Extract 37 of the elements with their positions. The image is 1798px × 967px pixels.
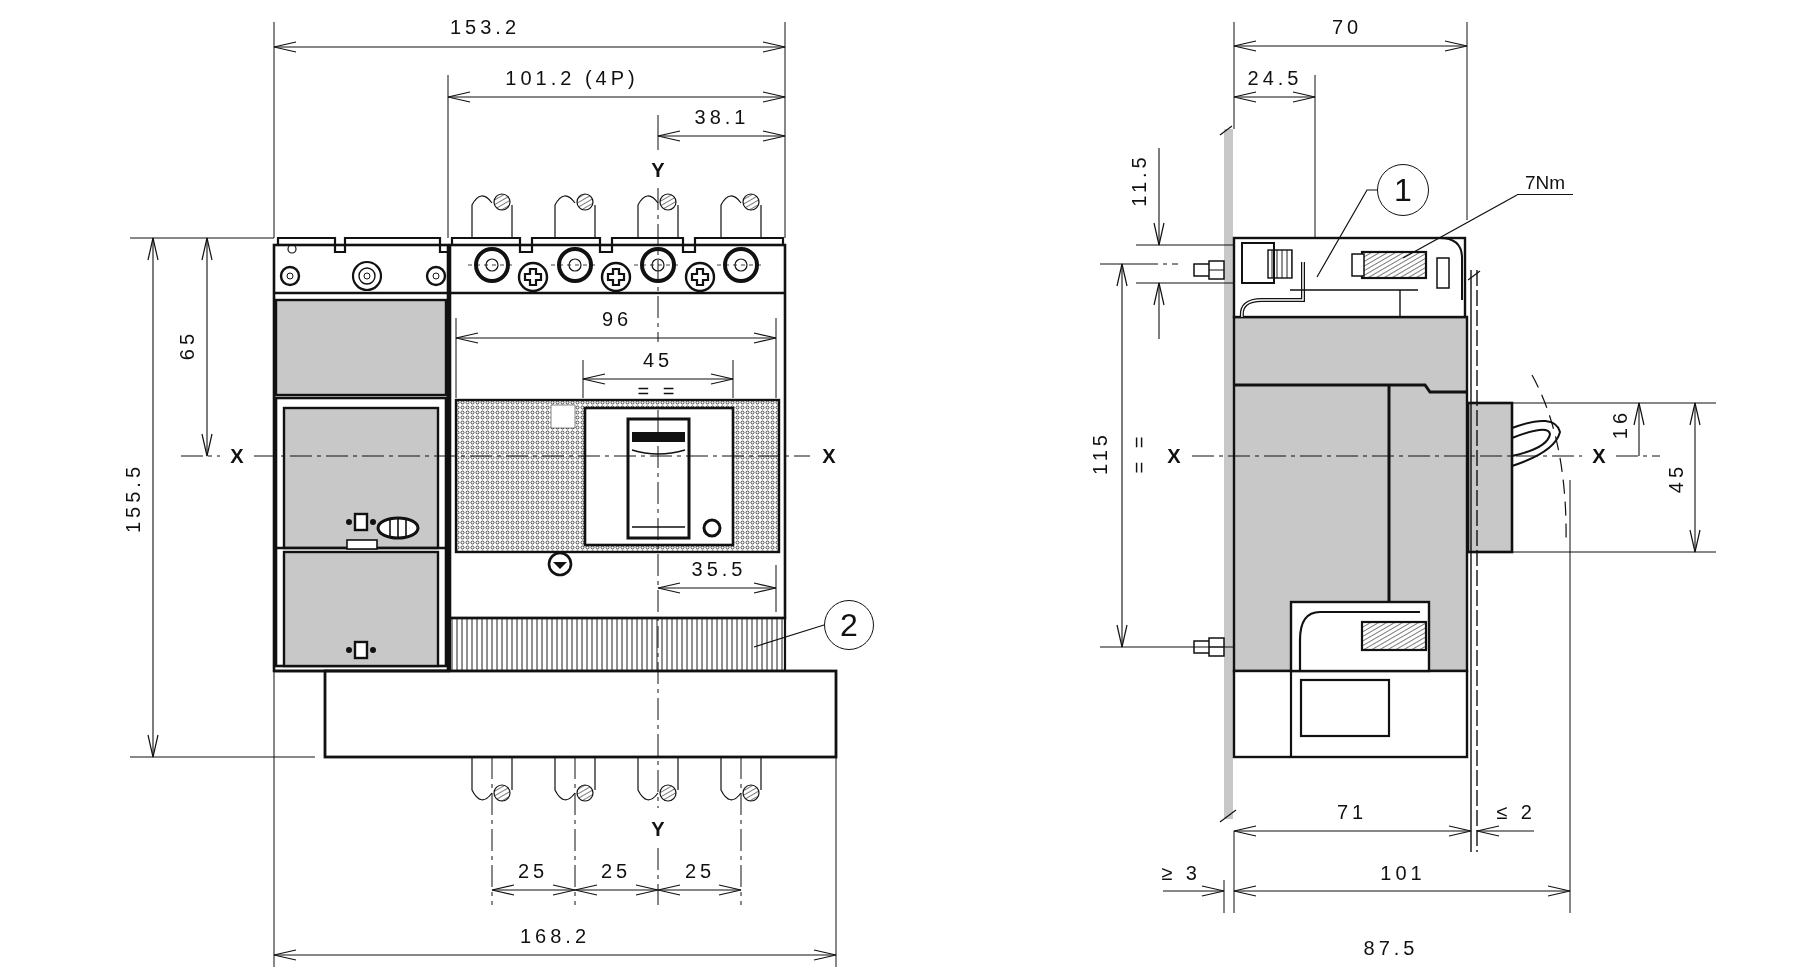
dimension-label: 65: [177, 329, 197, 361]
dimension-label: ≤ 2: [1496, 802, 1536, 822]
callout-number: 1: [1377, 164, 1429, 216]
dimension-label: 35.5: [691, 559, 747, 579]
dimension-label: 153.2: [449, 17, 521, 37]
leader-line: [1316, 189, 1378, 278]
dimension-label: 25: [600, 861, 632, 881]
dimension-label: 155.5: [123, 462, 143, 534]
leader-line: [1402, 194, 1518, 259]
dimension-label: 101: [1380, 863, 1426, 883]
dimension-label: 45: [1666, 462, 1686, 494]
torque-label: 7Nm: [1517, 172, 1573, 195]
symmetry-mark: = =: [637, 381, 679, 401]
callout-number: 2: [824, 600, 874, 650]
dimension-label: 25: [684, 861, 716, 881]
dimension-label: ≥ 3: [1161, 863, 1201, 883]
dimension-label: 115: [1090, 431, 1110, 475]
axis-label: X: [230, 446, 244, 466]
dimension-label: 101.2 (4P): [505, 68, 639, 88]
dimension-label: 24.5: [1247, 68, 1303, 88]
dimension-label: 96: [601, 309, 633, 329]
axis-label: X: [822, 446, 836, 466]
dimension-label: 168.2: [519, 926, 591, 946]
dimension-label: 16: [1610, 408, 1630, 440]
dimension-label: 25: [517, 861, 549, 881]
dimension-label: 11.5: [1129, 153, 1149, 207]
axis-label: Y: [651, 160, 665, 180]
dimension-label: 71: [1336, 802, 1368, 822]
symmetry-mark: = =: [1129, 432, 1149, 474]
dimension-label: 38.1: [694, 107, 750, 127]
dimension-label: 45: [642, 350, 674, 370]
axis-label: X: [1592, 446, 1606, 466]
dimension-label: 70: [1331, 17, 1363, 37]
dimension-label: 87.5: [1363, 938, 1419, 958]
leader-line: [753, 624, 825, 648]
axis-label: X: [1167, 446, 1181, 466]
axis-label: Y: [651, 819, 665, 839]
